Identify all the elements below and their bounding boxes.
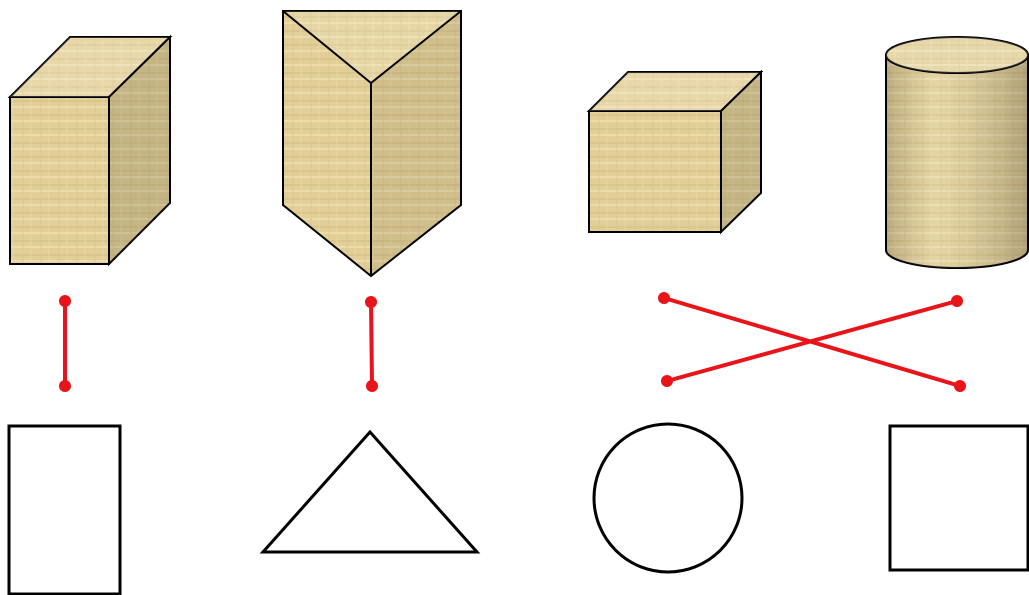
rectangle-face	[9, 426, 120, 594]
match-dot-rectangle	[59, 380, 71, 392]
match-dot-triangular-prism	[365, 296, 377, 308]
match-line-triangular-prism-to-triangle	[371, 302, 372, 386]
triangle-face	[263, 432, 477, 552]
match-dot-triangle	[366, 380, 378, 392]
circle-face	[594, 424, 742, 572]
match-dot-square	[954, 380, 966, 392]
match-dot-cube	[658, 292, 670, 304]
match-dot-rectangular-prism	[59, 295, 71, 307]
match-dot-cylinder	[951, 295, 963, 307]
cube	[589, 72, 761, 232]
square-face	[890, 426, 1028, 570]
match-dot-circle	[661, 375, 673, 387]
rectangular-prism	[10, 37, 170, 264]
triangular-prism	[283, 11, 461, 276]
cylinder	[886, 37, 1028, 268]
match-lines	[59, 292, 966, 392]
